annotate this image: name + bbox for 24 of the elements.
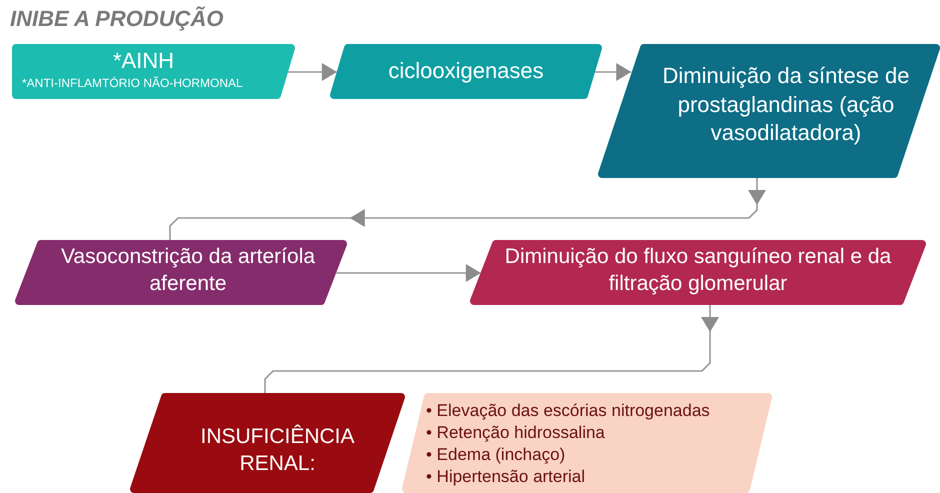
arrow [169, 178, 766, 240]
arrow [288, 63, 337, 81]
node-label: *AINH [112, 48, 176, 74]
arrow [264, 305, 719, 393]
process-shape [130, 393, 405, 493]
node-label: ciclooxigenases [387, 57, 545, 85]
list-item: • Hipertensão arterial [426, 466, 586, 488]
process-shape [15, 240, 347, 305]
node-label: Vasoconstrição da arteríola aferente [60, 244, 316, 298]
node-label: Diminuição do fluxo sanguíneo renal e da filtração glomerular [504, 244, 892, 298]
process-shape [12, 44, 295, 99]
arrow [336, 264, 481, 282]
list-item: • Retenção hidrossalina [426, 422, 606, 444]
node-label: INSUFICIÊNCIA RENAL: [199, 424, 356, 478]
list-item: • Elevação das escórias nitrogenadas [426, 400, 710, 422]
diagram-title: INIBE A PRODUÇÃO [10, 6, 224, 32]
footnote-text: *ANTI-INFLAMTÓRIO NÃO-HORMONAL [22, 76, 244, 90]
node-label: Diminuição da síntese de prostaglandinas (ação vasodilatadora) [662, 62, 910, 148]
process-shape [470, 240, 926, 305]
arrow [594, 63, 632, 81]
process-shape [330, 44, 602, 99]
process-shape [598, 44, 940, 178]
list-item: • Edema (inchaço) [426, 444, 566, 466]
process-shape [402, 393, 772, 493]
